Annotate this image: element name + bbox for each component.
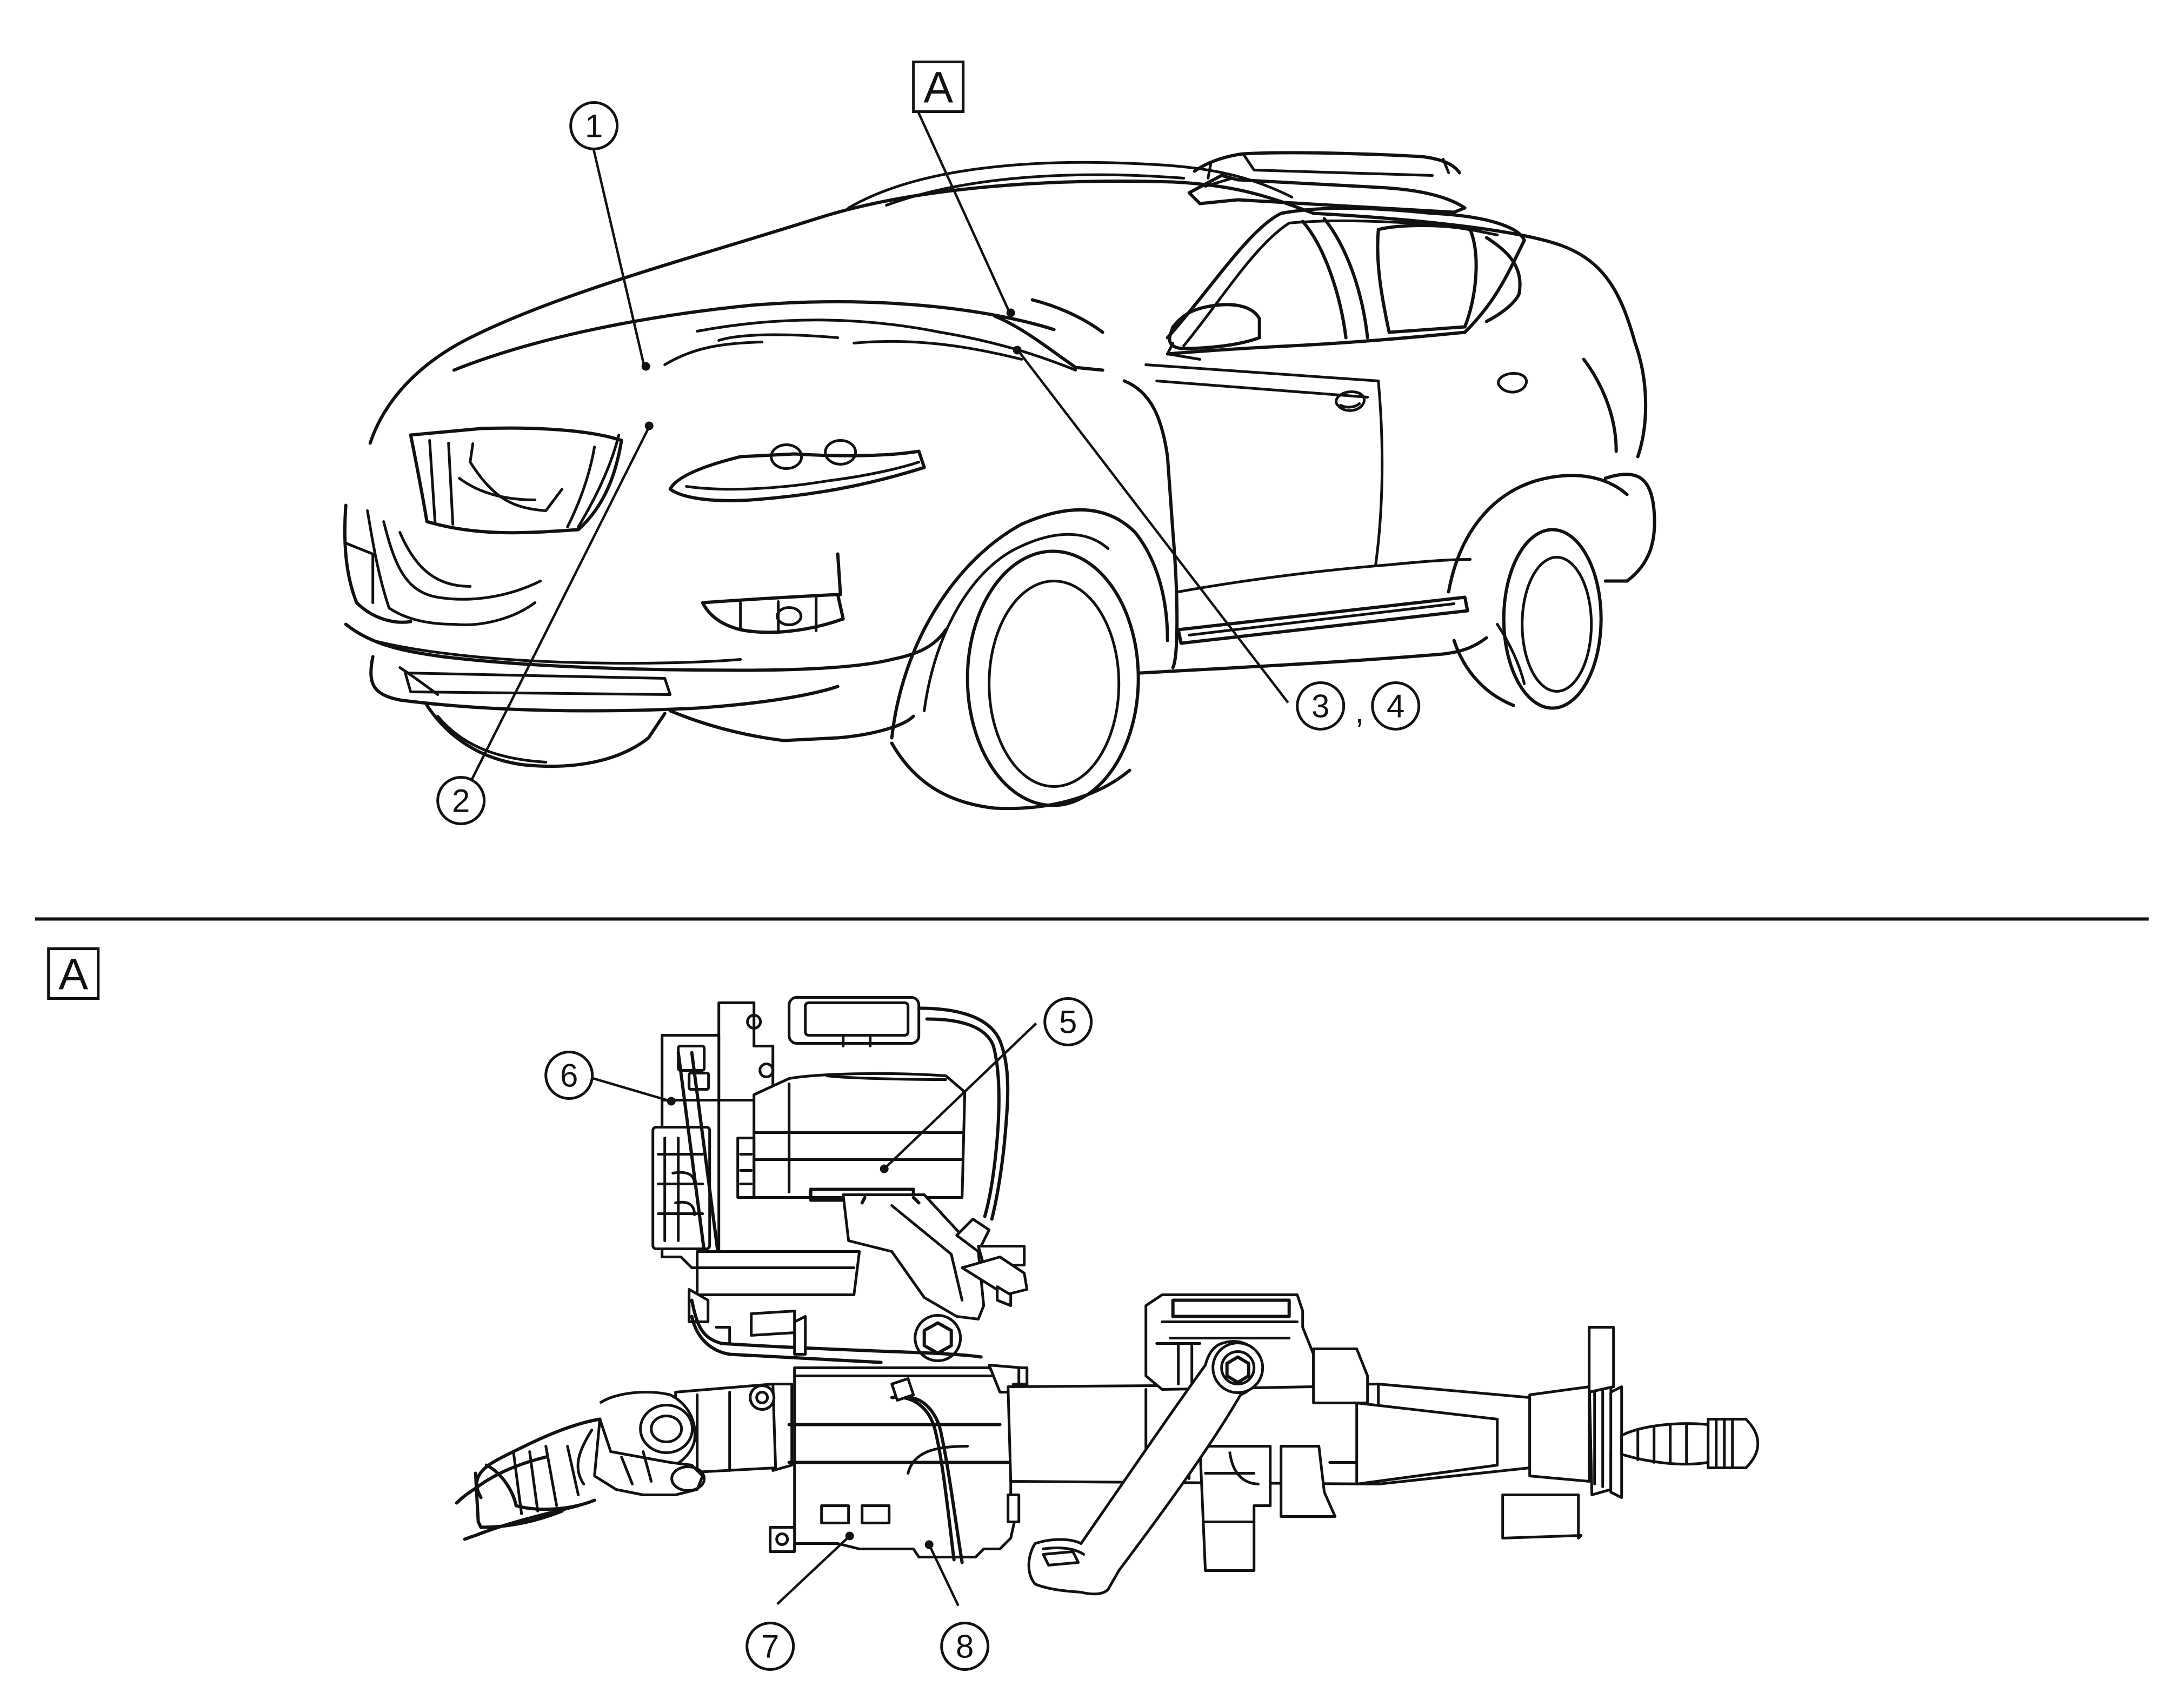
callout-1: 1 (569, 101, 619, 150)
svg-text:A: A (58, 950, 88, 999)
leader-lines (460, 101, 1289, 1607)
svg-text:2: 2 (452, 783, 470, 819)
callout-6: 6 (544, 1051, 594, 1100)
callout-3: 3 (1296, 681, 1346, 731)
svg-text:8: 8 (956, 1629, 974, 1665)
view-reference-a-detail: A (47, 947, 100, 1000)
svg-text:4: 4 (1387, 688, 1404, 725)
callout-7: 7 (745, 1622, 795, 1671)
view-reference-a-top: A (912, 61, 965, 113)
svg-text:5: 5 (1059, 1004, 1077, 1040)
svg-text:1: 1 (585, 108, 603, 144)
steering-column-illustration (455, 996, 1760, 1596)
callout-2: 2 (436, 776, 486, 825)
callout-4: 4 (1371, 681, 1421, 731)
callout-5: 5 (1043, 997, 1093, 1046)
svg-text:3: 3 (1311, 688, 1329, 725)
callout-separator: , (1355, 694, 1364, 730)
svg-text:6: 6 (560, 1058, 578, 1094)
svg-text:A: A (923, 63, 953, 112)
callout-8: 8 (940, 1622, 990, 1671)
vehicle-illustration (343, 151, 1656, 811)
svg-text:7: 7 (761, 1629, 779, 1665)
